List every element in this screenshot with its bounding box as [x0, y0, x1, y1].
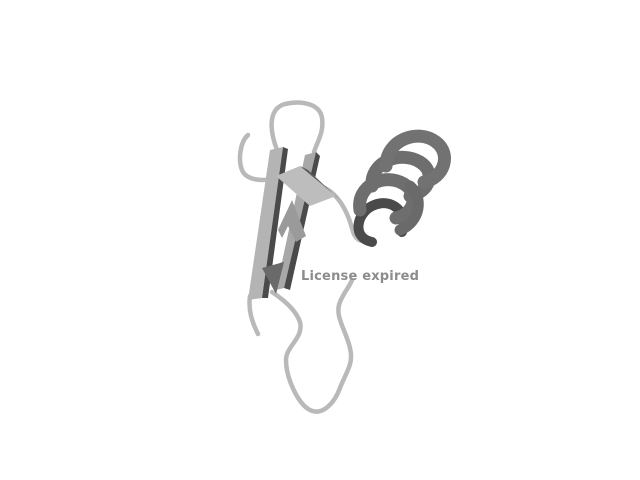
loop-segments	[237, 100, 373, 414]
strand-4-arrow	[262, 262, 284, 294]
bottom-left-tail	[247, 293, 261, 337]
lower-loop	[269, 277, 355, 414]
strand-1	[248, 147, 283, 300]
strand-1-edge	[262, 147, 288, 298]
helix-turn-3	[379, 129, 451, 189]
strand-3	[276, 166, 336, 206]
alpha-helix	[353, 129, 451, 247]
helix-turn-1	[353, 173, 420, 225]
helix-end	[394, 180, 424, 236]
license-watermark: License expired	[301, 269, 420, 284]
upper-left-loop	[237, 132, 279, 183]
strand-4	[278, 200, 306, 242]
top-loop	[269, 100, 325, 155]
beta-sheet	[248, 147, 340, 300]
